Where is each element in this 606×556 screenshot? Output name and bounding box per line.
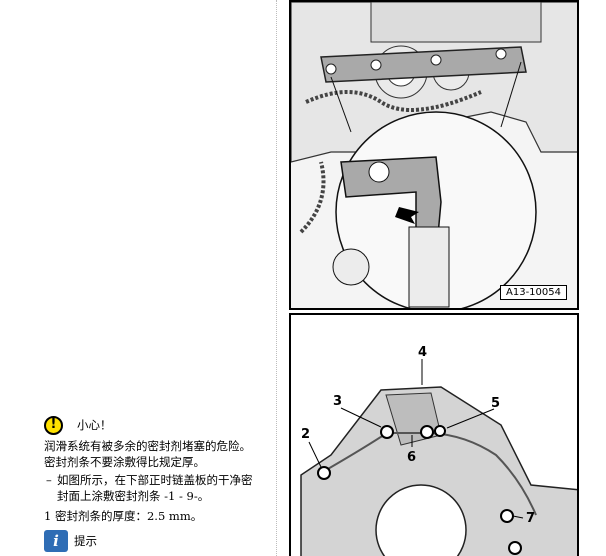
procedure-notes: ! 小心！ 润滑系统有被多余的密封剂堵塞的危险。 密封剂条不要涂敷得比规定厚。 … — [44, 412, 279, 552]
engine-drawing-top — [291, 2, 577, 308]
tip-label: 提示 — [74, 534, 97, 548]
step-line: 封面上涂敷密封剂条 -1 - 9-。 — [57, 489, 210, 503]
step-bullet: – — [46, 473, 52, 487]
callout-7: 7 — [526, 511, 536, 526]
caution-title: 小心！ — [77, 418, 112, 432]
exclamation-icon: ! — [44, 415, 63, 435]
sealant-thickness-spec: 1 密封剂条的厚度：2.5 mm。 — [44, 509, 203, 523]
callout-2: 2 — [301, 427, 311, 442]
info-icon: i — [44, 530, 68, 552]
callout-3: 3 — [333, 394, 343, 409]
callout-6: 6 — [407, 450, 417, 465]
figure-code-label: A13-10054 — [500, 285, 567, 300]
procedure-step: – 如图所示，在下部正时链盖板的干净密 封面上涂敷密封剂条 -1 - 9-。 — [44, 472, 279, 504]
figure-bottom-chain-cover: 4 3 5 2 6 7 — [289, 313, 579, 556]
caution-header: ! 小心！ — [44, 412, 279, 438]
caution-line: 密封剂条不要涂敷得比规定厚。 — [44, 455, 205, 469]
chain-cover-drawing — [291, 315, 577, 556]
figure-top-engine-illustration: A13-10054 — [289, 0, 579, 310]
caution-line: 润滑系统有被多余的密封剂堵塞的危险。 — [44, 439, 251, 453]
step-line: 如图所示，在下部正时链盖板的干净密 — [57, 473, 253, 487]
callout-4: 4 — [418, 345, 428, 360]
callout-5: 5 — [491, 396, 501, 411]
tip-header: i 提示 — [44, 530, 279, 552]
column-separator — [276, 0, 277, 556]
